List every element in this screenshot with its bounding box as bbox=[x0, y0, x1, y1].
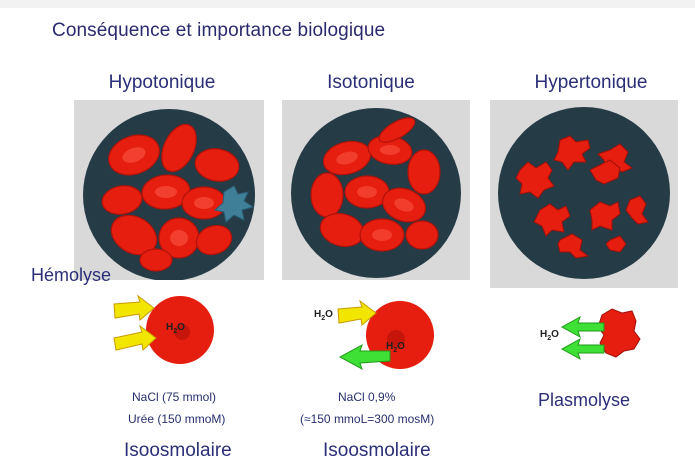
isotonic-line2: (≈150 mmoL=300 mosM) bbox=[300, 412, 435, 426]
isotonic-footer: Isoosmolaire bbox=[323, 440, 431, 461]
water-in-arrow-icon bbox=[113, 324, 157, 351]
heading-hypertonique: Hypertonique bbox=[534, 72, 648, 93]
hypotonic-cell-diagram: H2O bbox=[110, 290, 220, 370]
water-out-arrow-icon bbox=[338, 343, 391, 371]
water-in-arrow-icon bbox=[113, 294, 155, 321]
water-formula-in: H2O bbox=[314, 309, 333, 322]
heading-isotonique: Isotonique bbox=[327, 72, 415, 93]
heading-hypotonique: Hypotonique bbox=[108, 72, 216, 93]
water-out-arrow-icon bbox=[560, 337, 605, 361]
slide-title: Conséquence et importance biologique bbox=[52, 20, 386, 41]
hypertonic-cell-diagram: H2O bbox=[540, 305, 650, 365]
hypertonic-panel bbox=[490, 100, 678, 288]
hypotonic-line2: Urée (150 mmoM) bbox=[128, 412, 226, 426]
hypertonic-cells-illustration bbox=[498, 107, 670, 279]
water-in-arrow-icon bbox=[337, 299, 377, 326]
isotonic-line1: NaCl 0,9% bbox=[338, 390, 396, 404]
isotonic-cells-illustration bbox=[291, 108, 461, 278]
hypotonic-footer: Isoosmolaire bbox=[124, 440, 232, 461]
hypotonic-panel bbox=[74, 100, 264, 280]
water-formula: H2O bbox=[166, 322, 185, 335]
isotonic-cell-diagram: H2O H2O bbox=[310, 295, 440, 375]
water-formula-out: H2O bbox=[386, 341, 405, 354]
hemolyse-label: Hémolyse bbox=[31, 265, 112, 285]
plasmolyse-label: Plasmolyse bbox=[538, 390, 631, 410]
hypotonic-cells-illustration bbox=[83, 109, 255, 280]
hypotonic-line1: NaCl (75 mmol) bbox=[132, 390, 217, 404]
top-edge-bar bbox=[0, 0, 695, 8]
water-out-arrow-icon bbox=[560, 315, 605, 339]
water-formula: H2O bbox=[540, 329, 559, 342]
isotonic-panel bbox=[282, 100, 470, 280]
